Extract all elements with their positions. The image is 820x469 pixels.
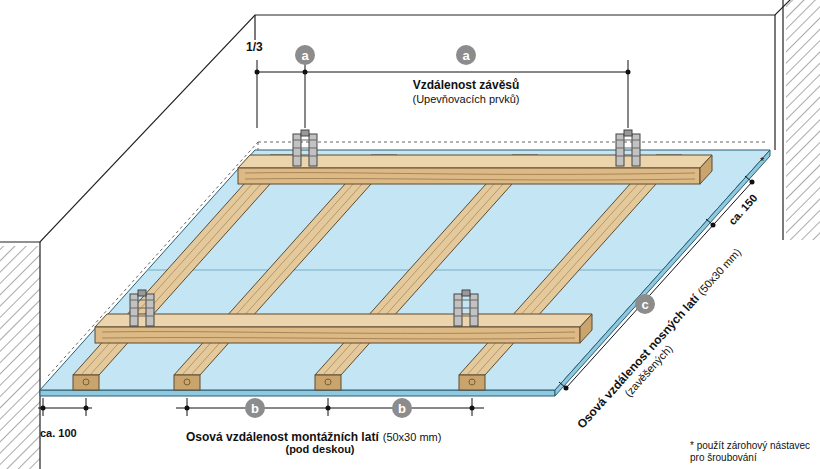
dimension-letter-text: a xyxy=(301,49,308,62)
dimension-letter: b xyxy=(245,398,265,418)
footnote-mark: * xyxy=(760,155,764,168)
dimension-letter-text: a xyxy=(462,49,469,62)
dimension-letter-text: b xyxy=(398,402,406,415)
label-group: Osová vzdálenost montážních latí (50x30 m… xyxy=(186,427,441,445)
dimension-size: (50x30 mm) xyxy=(383,431,442,444)
dimension-subtitle: (Upevňovacích prvků) xyxy=(413,93,520,106)
dimension-subtitle: (pod deskou) xyxy=(285,443,354,456)
dimension-letter: a xyxy=(295,45,315,65)
footnote: * použít zárohový nástavec pro šroubován… xyxy=(690,440,816,464)
board-edge xyxy=(40,390,555,396)
dimension-letter: c xyxy=(635,294,655,314)
montage-battens xyxy=(73,155,682,390)
dimension-size: (50x30 mm) xyxy=(695,246,744,298)
hanger-brackets xyxy=(130,130,640,326)
dimension-value: ca. 100 xyxy=(40,427,77,440)
dimension-letter: a xyxy=(456,45,476,65)
wall-hatch xyxy=(786,0,820,240)
board-seam xyxy=(148,269,662,271)
dimension-letter: b xyxy=(392,398,412,418)
wall-hatch xyxy=(0,246,40,469)
carrier-battens xyxy=(95,155,712,343)
dimension-letter-text: c xyxy=(641,298,648,311)
dimension-title: Vzdálenost závěsů xyxy=(413,78,520,92)
ratio-label: 1/3 xyxy=(246,40,263,54)
dimension-letter-text: b xyxy=(251,402,259,415)
dimension-title: Osová vzdálenost montážních latí xyxy=(186,430,379,444)
